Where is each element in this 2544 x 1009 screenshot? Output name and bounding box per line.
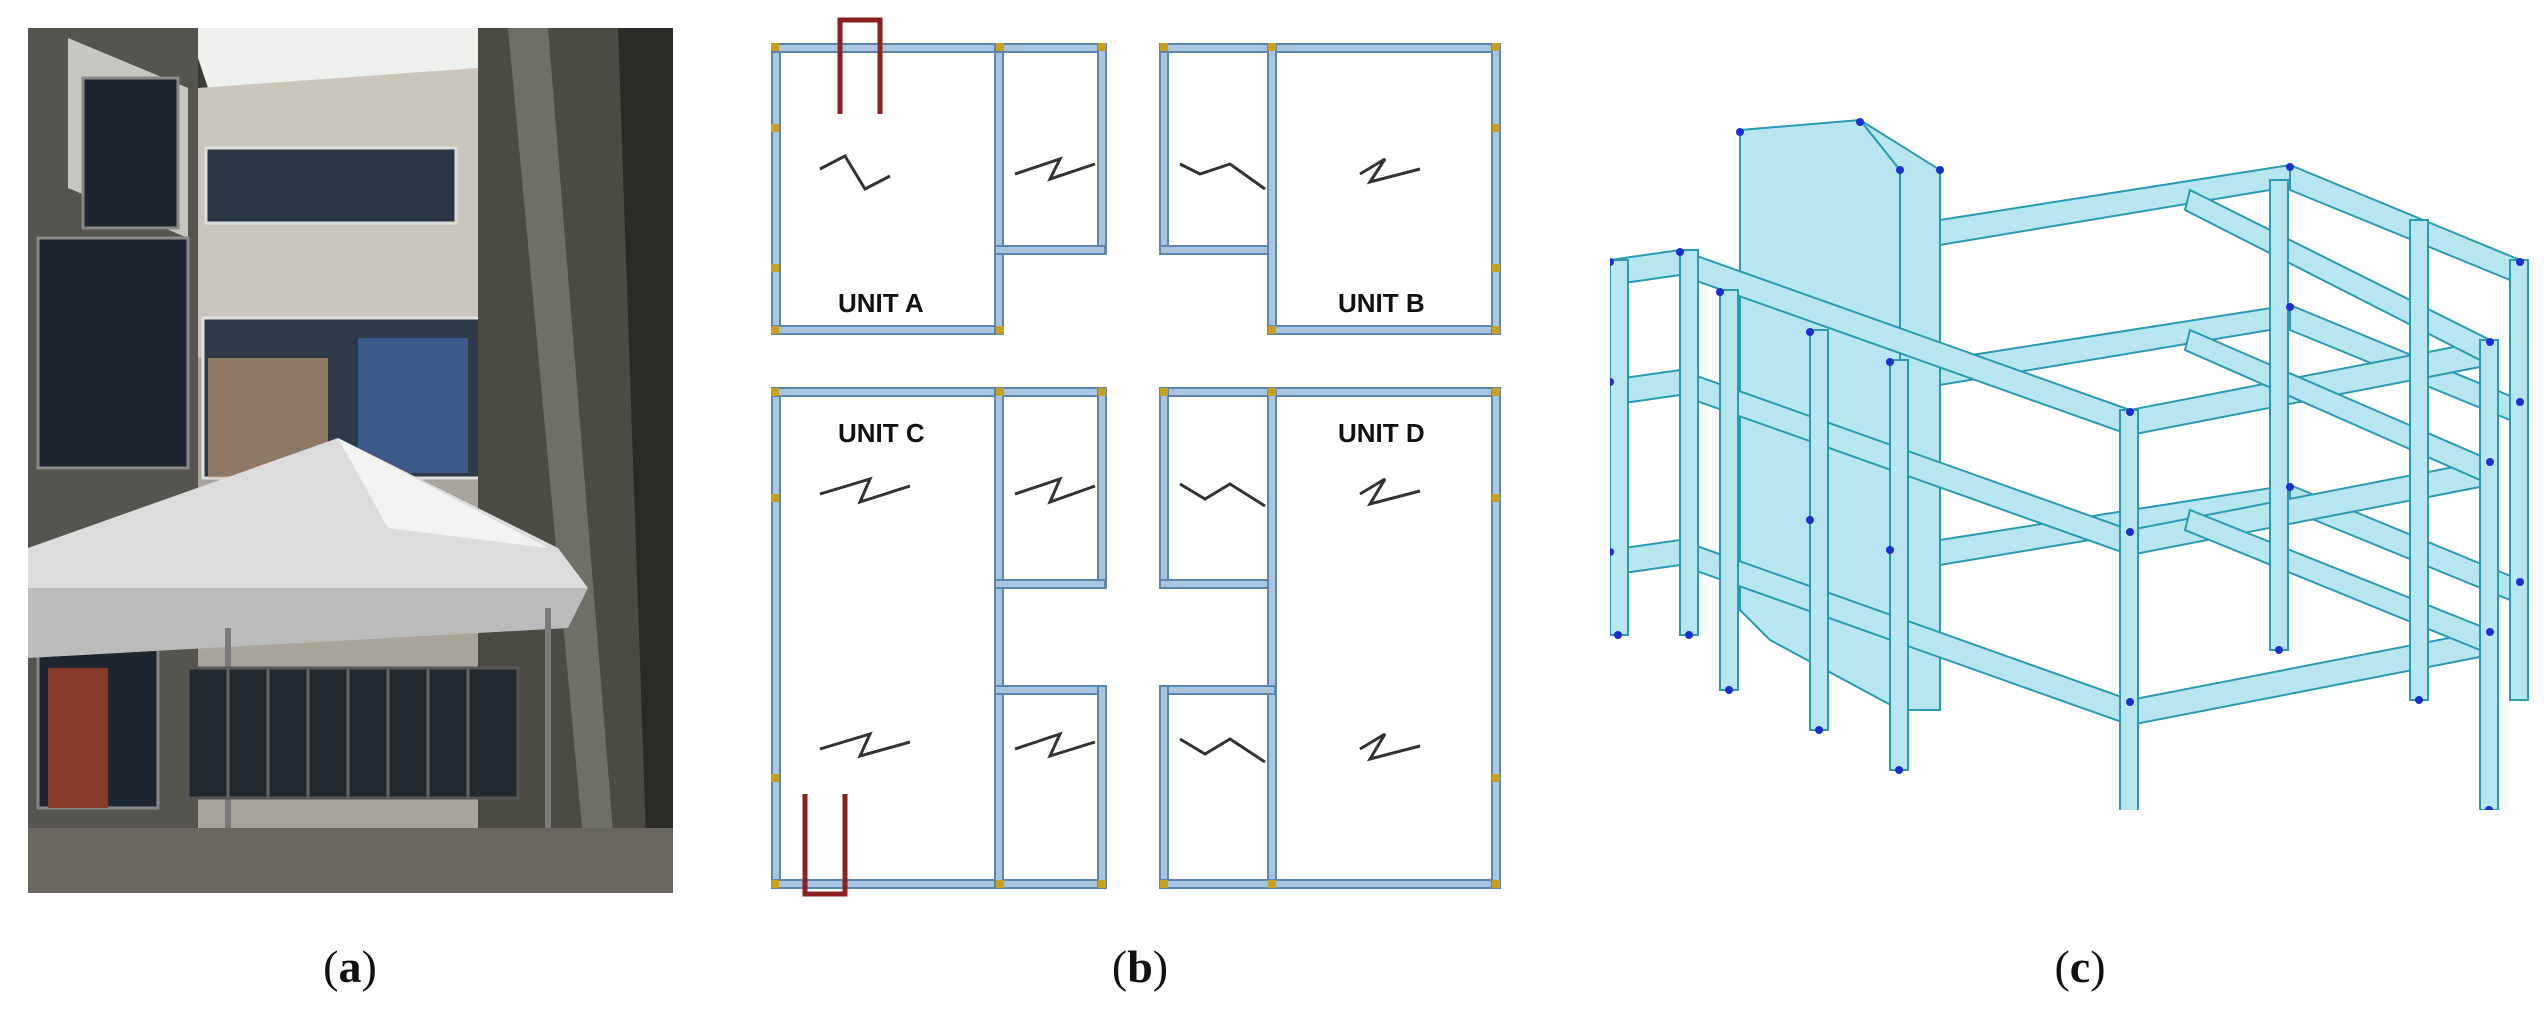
floor-plan-diagram: UNIT A UNIT B UNIT C UNIT D bbox=[771, 17, 1501, 897]
caption-c: (c) bbox=[2054, 941, 2106, 992]
frame-3d-model bbox=[1606, 118, 2529, 874]
unit-c-label: UNIT C bbox=[838, 418, 925, 448]
unit-a-label: UNIT A bbox=[838, 288, 924, 318]
panel-c-3d-model bbox=[1606, 110, 2530, 874]
panel-b-floor-plan: UNIT A UNIT B UNIT C UNIT D bbox=[760, 14, 1520, 904]
courtyard-photo bbox=[28, 28, 673, 893]
unit-b-label: UNIT B bbox=[1338, 288, 1425, 318]
caption-a: (a) bbox=[323, 941, 377, 992]
panel-a-photo bbox=[28, 28, 673, 893]
caption-b: (b) bbox=[1111, 941, 1169, 992]
unit-d-label: UNIT D bbox=[1338, 418, 1425, 448]
